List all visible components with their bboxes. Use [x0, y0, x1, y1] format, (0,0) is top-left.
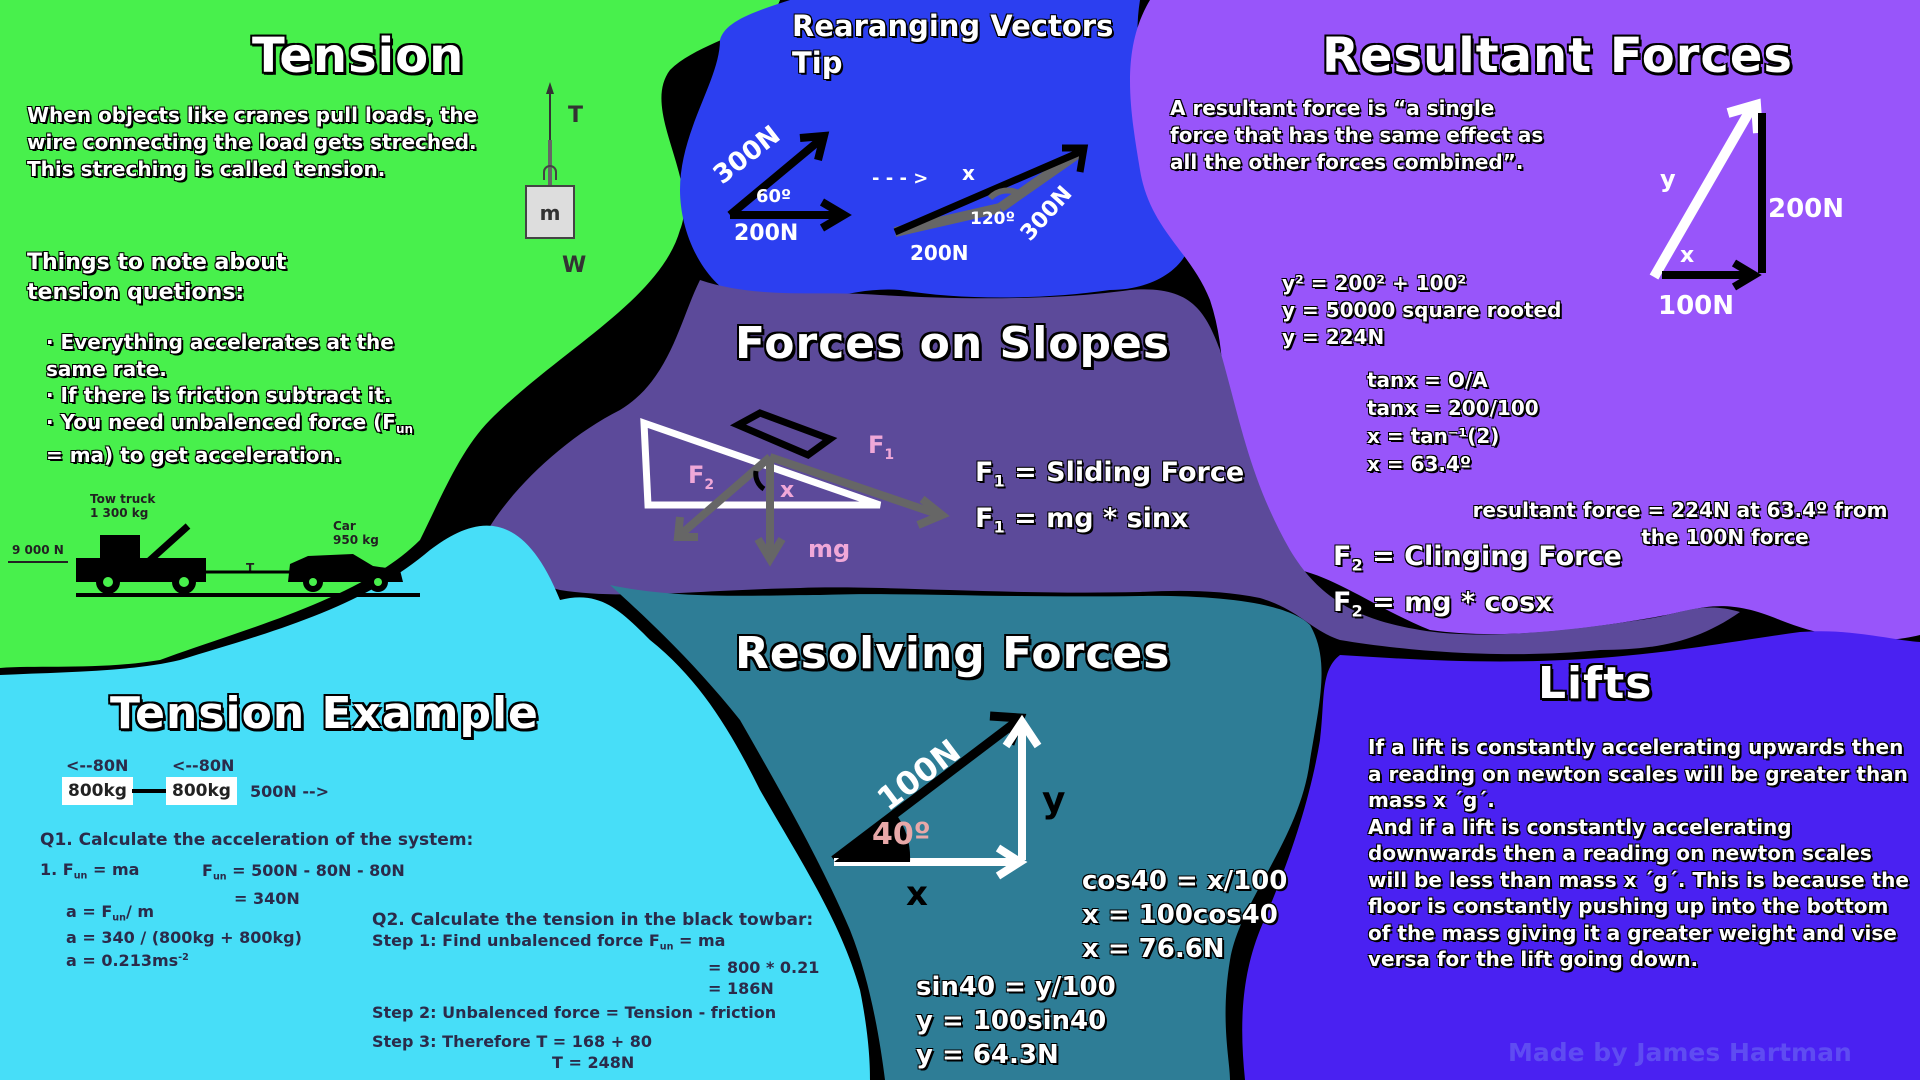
mass-label: m: [540, 201, 561, 225]
resolving-cos-line3: x = 76.6N: [1082, 934, 1225, 964]
example-step1: Step 1: Find unbalenced force Fun = ma =…: [372, 931, 820, 999]
resolving-title: Resolving Forces: [735, 628, 1171, 679]
example-q2: Q2. Calculate the tension in the black t…: [372, 910, 814, 930]
tension-note-2: · If there is friction subtract it.: [46, 383, 392, 407]
slope-f2-label: F2: [688, 461, 714, 493]
slope-mg-label: mg: [808, 535, 850, 563]
resultant-calc1-line1: y² = 200² + 100²: [1282, 271, 1467, 295]
vectors-tip-title-line1: Rearanging Vectors: [792, 9, 1114, 43]
resolving-sin-line1: sin40 = y/100: [916, 972, 1116, 1002]
car-mass: 950 kg: [333, 533, 379, 547]
vectors-200n-label-b: 200N: [910, 241, 969, 265]
resolving-cos: cos40 = x/100 x = 100cos40 x = 76.6N: [1082, 864, 1287, 966]
credit: Made by James Hartman: [1508, 1038, 1852, 1067]
car-label: Car: [333, 519, 356, 533]
lifts-region: [1242, 631, 1920, 1080]
tension-t-label: T: [568, 103, 583, 128]
resultant-100n-label: 100N: [1658, 291, 1734, 321]
resolving-sin-line3: y = 64.3N: [916, 1040, 1059, 1070]
resultant-calc1-line3: y = 224N: [1282, 325, 1385, 349]
resultant-calc2-line3: x = tan⁻¹(2): [1367, 424, 1500, 448]
example-pull-force: 500N -->: [250, 782, 330, 801]
tension-notes-heading: Things to note about tension quetions:: [27, 250, 287, 305]
resultant-definition: A resultant force is “a single force tha…: [1170, 96, 1544, 174]
tension-region: [0, 0, 780, 668]
vectors-tip-title: Rearanging Vectors Tip: [792, 8, 1113, 82]
pull-force-label: 9 000 N: [12, 543, 64, 557]
vectors-200n-label-a: 200N: [734, 221, 798, 246]
resolving-sin-line2: y = 100sin40: [916, 1006, 1107, 1036]
resultant-trig: tanx = O/A tanx = 200/100 x = tan⁻¹(2) x…: [1367, 366, 1539, 478]
resolving-cos-line1: cos40 = x/100: [1082, 866, 1288, 896]
vectors-region: [680, 0, 1192, 307]
resultant-200n-label: 200N: [1768, 194, 1844, 224]
resultant-calc2-line1: tanx = O/A: [1367, 368, 1488, 392]
tension-note-1: · Everything accelerates at the same rat…: [46, 330, 394, 381]
example-region: [0, 525, 870, 1080]
weight-w-label: W: [562, 253, 586, 278]
example-q1-eq1: 1. Fun = ma: [40, 860, 140, 882]
example-step2: Step 2: Unbalenced force = Tension - fri…: [372, 1003, 777, 1022]
resolving-y-label: y: [1042, 780, 1065, 821]
resolving-cos-line2: x = 100cos40: [1082, 900, 1278, 930]
lifts-text: If a lift is constantly accelerating upw…: [1368, 735, 1909, 971]
slopes-f2-definitions: F2 = Clinging Force F2 = mg * cosx: [1333, 538, 1622, 629]
resolving-region: [610, 585, 1322, 1080]
tow-truck-label: Tow truck: [90, 492, 156, 506]
example-mass-2: 800kg: [166, 777, 237, 805]
example-towbar: [132, 789, 168, 793]
tension-intro: When objects like cranes pull loads, the…: [27, 103, 478, 181]
resultant-y-label: y: [1660, 165, 1676, 193]
slopes-region: [480, 280, 1740, 655]
example-q1-acceleration: a = Fun/ m a = 340 / (800kg + 800kg) a =…: [66, 902, 302, 971]
slope-x-label: x: [780, 478, 794, 503]
slopes-title: Forces on Slopes: [735, 318, 1171, 369]
hanging-mass-diagram: m T W: [525, 82, 586, 278]
resolving-diagram: 100N 40º y x: [831, 711, 1065, 914]
vectors-tip-diagram: 300N 60º 200N - - - > x 120º 300N 200N: [708, 120, 1089, 265]
resultant-conclusion-line2: the 100N force: [1641, 525, 1809, 549]
resultant-triangle: y x 200N 100N: [1649, 98, 1844, 321]
example-mass-1: 800kg: [62, 777, 133, 805]
example-left-force: <--80N: [66, 756, 129, 775]
f1-equation: F1 = mg * sinx: [975, 502, 1189, 537]
tension-notes: · Everything accelerates at the same rat…: [46, 329, 426, 469]
tension-note-3: · You need unbalenced force (Fun = ma) t…: [46, 409, 414, 468]
resultant-calc2-line4: x = 63.4º: [1367, 452, 1472, 476]
vectors-tip-title-line2: Tip: [792, 46, 843, 80]
resultant-calc2-line2: tanx = 200/100: [1367, 396, 1539, 420]
resultant-conclusion-line1: resultant force = 224N at 63.4º from: [1472, 498, 1888, 522]
towbar-t-label: T: [246, 561, 255, 575]
vectors-120deg-label: 120º: [970, 209, 1015, 229]
tow-truck-diagram: Tow truck 1 300 kg Car 950 kg 9 000 N T: [8, 492, 420, 597]
example-title: Tension Example: [110, 688, 539, 739]
resolving-sin: sin40 = y/100 y = 100sin40 y = 64.3N: [916, 970, 1116, 1072]
resultant-calc1-line2: y = 50000 square rooted: [1282, 298, 1562, 322]
resultant-pythagoras: y² = 200² + 100² y = 50000 square rooted…: [1282, 270, 1561, 351]
slope-f1-label: F1: [868, 431, 894, 463]
example-mid-force: <--80N: [172, 756, 235, 775]
resolving-40deg-label: 40º: [872, 817, 931, 852]
lifts-title: Lifts: [1538, 658, 1653, 709]
vectors-60deg-label: 60º: [756, 186, 791, 207]
slopes-f1-definitions: F1 = Sliding Force F1 = mg * sinx: [975, 454, 1244, 545]
vectors-dashed-arrow: - - - >: [872, 168, 928, 189]
vectors-x-label: x: [962, 161, 975, 185]
resolving-x-label: x: [906, 874, 928, 914]
f1-sliding-force: F1 = Sliding Force: [975, 457, 1245, 491]
example-q1-eq2: Fun = 500N - 80N - 80N = 340N: [202, 861, 405, 909]
resultant-x-label: x: [1680, 243, 1694, 268]
tow-truck-mass: 1 300 kg: [90, 506, 148, 520]
tension-title: Tension: [252, 28, 465, 84]
resultant-title: Resultant Forces: [1322, 28, 1793, 84]
slope-diagram: F1 F2 x mg: [640, 409, 950, 567]
resultant-conclusion: resultant force = 224N at 63.4º from the…: [1450, 497, 1910, 551]
example-q1: Q1. Calculate the acceleration of the sy…: [40, 830, 474, 850]
f2-clinging-force: F2 = Clinging Force: [1333, 541, 1622, 575]
f2-equation: F2 = mg * cosx: [1333, 586, 1553, 621]
example-step3: Step 3: Therefore T = 168 + 80 T = 248N: [372, 1032, 652, 1072]
